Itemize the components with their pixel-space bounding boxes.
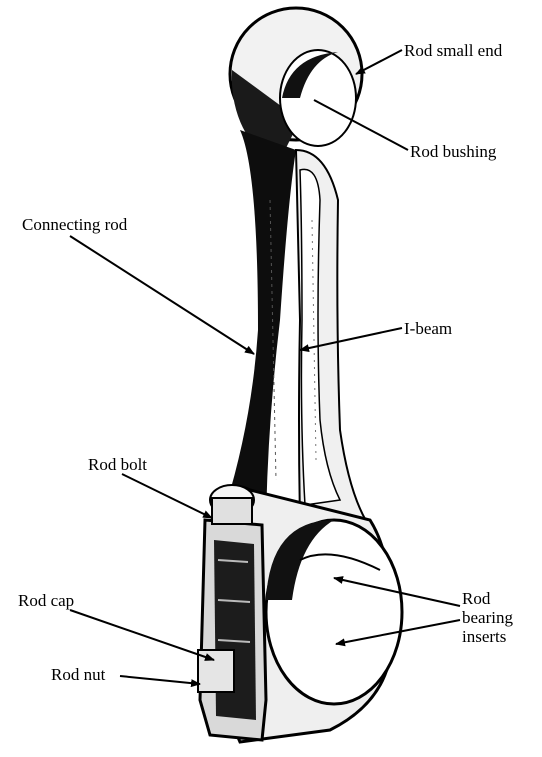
label-bearing-line-1: Rod <box>462 589 513 608</box>
label-rod-cap: Rod cap <box>18 592 74 610</box>
label-rod-bearing-inserts: Rod bearing inserts <box>462 589 513 646</box>
label-rod-bushing: Rod bushing <box>410 143 496 161</box>
label-rod-bolt: Rod bolt <box>88 456 147 474</box>
label-connecting-rod: Connecting rod <box>22 216 127 234</box>
label-rod-nut: Rod nut <box>51 666 105 684</box>
label-rod-small-end: Rod small end <box>404 42 502 60</box>
rod-i-beam-shank <box>226 130 372 530</box>
label-bearing-line-3: inserts <box>462 627 513 646</box>
label-bearing-line-2: bearing <box>462 608 513 627</box>
rod-small-end <box>230 8 362 150</box>
rod-cap-assembly <box>198 485 266 740</box>
label-i-beam: I-beam <box>404 320 452 338</box>
